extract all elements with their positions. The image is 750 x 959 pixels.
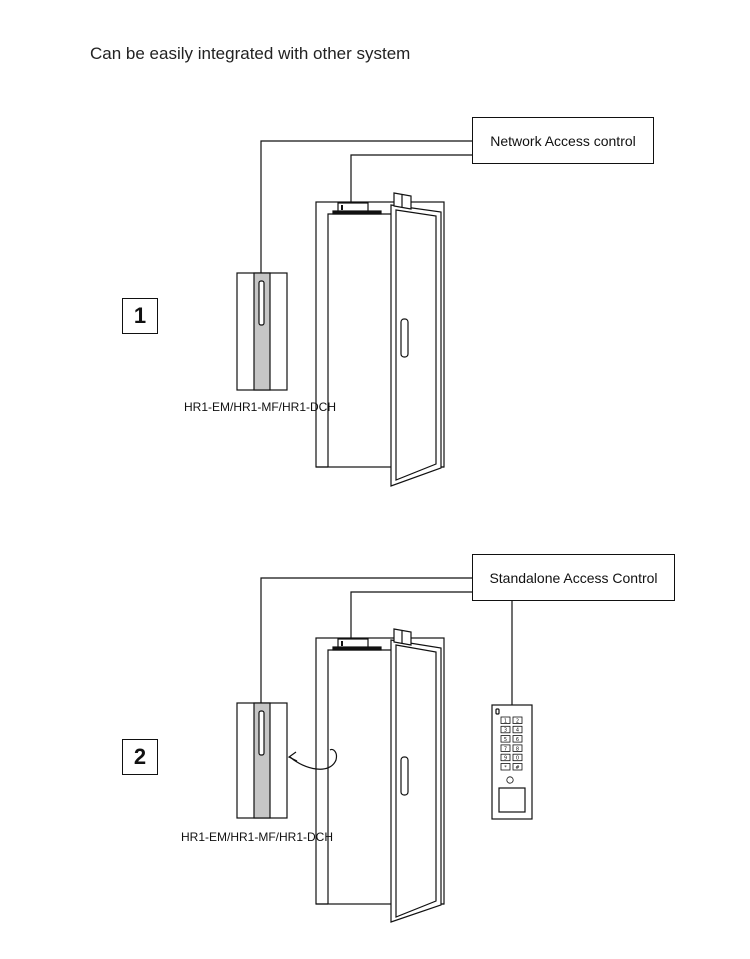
keypad-key — [512, 753, 523, 762]
diagram-1-door-leaf — [390, 204, 442, 487]
diagram-1-reader-model: HR1-EM/HR1-MF/HR1-DCH — [184, 400, 336, 414]
keypad-key-label: 3 — [504, 728, 507, 734]
diagram-2-reader — [236, 702, 288, 819]
keypad-key-label: 8 — [516, 746, 519, 752]
diagram-2-number: 2 — [133, 744, 147, 769]
diagram-2-number-box: 2 — [122, 739, 158, 775]
keypad-key — [500, 744, 511, 752]
diagram-2-keypad: 1 2 3 4 5 6 7 8 9 0 * # — [491, 704, 533, 820]
keypad-key-label: 6 — [516, 737, 519, 743]
keypad-key-label: 5 — [504, 737, 507, 743]
diagram-1-reader — [236, 272, 288, 391]
keypad-key — [500, 753, 511, 762]
diagram-1-controller-box: Network Access control — [472, 117, 654, 164]
heading: Can be easily integrated with other syst… — [90, 44, 411, 63]
diagram-1-number-box: 1 — [122, 298, 158, 334]
keypad-key — [500, 735, 511, 743]
diagram-1-number: 1 — [133, 303, 147, 328]
keypad-key-label: 0 — [516, 756, 519, 762]
diagram-2-reader-model: HR1-EM/HR1-MF/HR1-DCH — [181, 830, 333, 844]
diagram-1-controller-label: Network Access control — [490, 132, 636, 149]
diagram-2-door-leaf — [390, 639, 442, 923]
keypad-key — [500, 763, 511, 771]
diagram-2-controller-label: Standalone Access Control — [489, 569, 658, 586]
keypad-key-label: 2 — [516, 718, 519, 724]
diagram-2-controller-box: Standalone Access Control — [472, 554, 675, 601]
diagram-2-reader-link-arrow — [287, 748, 338, 770]
keypad-key-label: * — [504, 765, 507, 771]
keypad-key-label: 7 — [504, 746, 507, 752]
keypad-key-label: # — [515, 765, 519, 771]
keypad-key — [512, 763, 523, 771]
keypad-key — [512, 735, 523, 743]
diagram-2-wiring — [260, 577, 513, 705]
keypad-key — [512, 744, 523, 752]
diagram-1-wiring — [260, 140, 472, 273]
keypad-key — [512, 716, 523, 724]
keypad-key-label: 4 — [516, 728, 519, 734]
keypad-key — [500, 716, 511, 724]
diagram-2-magnetic-lock — [332, 628, 412, 651]
keypad-key — [512, 725, 523, 734]
diagram-1-magnetic-lock — [332, 192, 412, 215]
keypad-key — [500, 725, 511, 734]
keypad-key-label: 1 — [504, 718, 507, 724]
keypad-key-label: 9 — [504, 756, 507, 762]
